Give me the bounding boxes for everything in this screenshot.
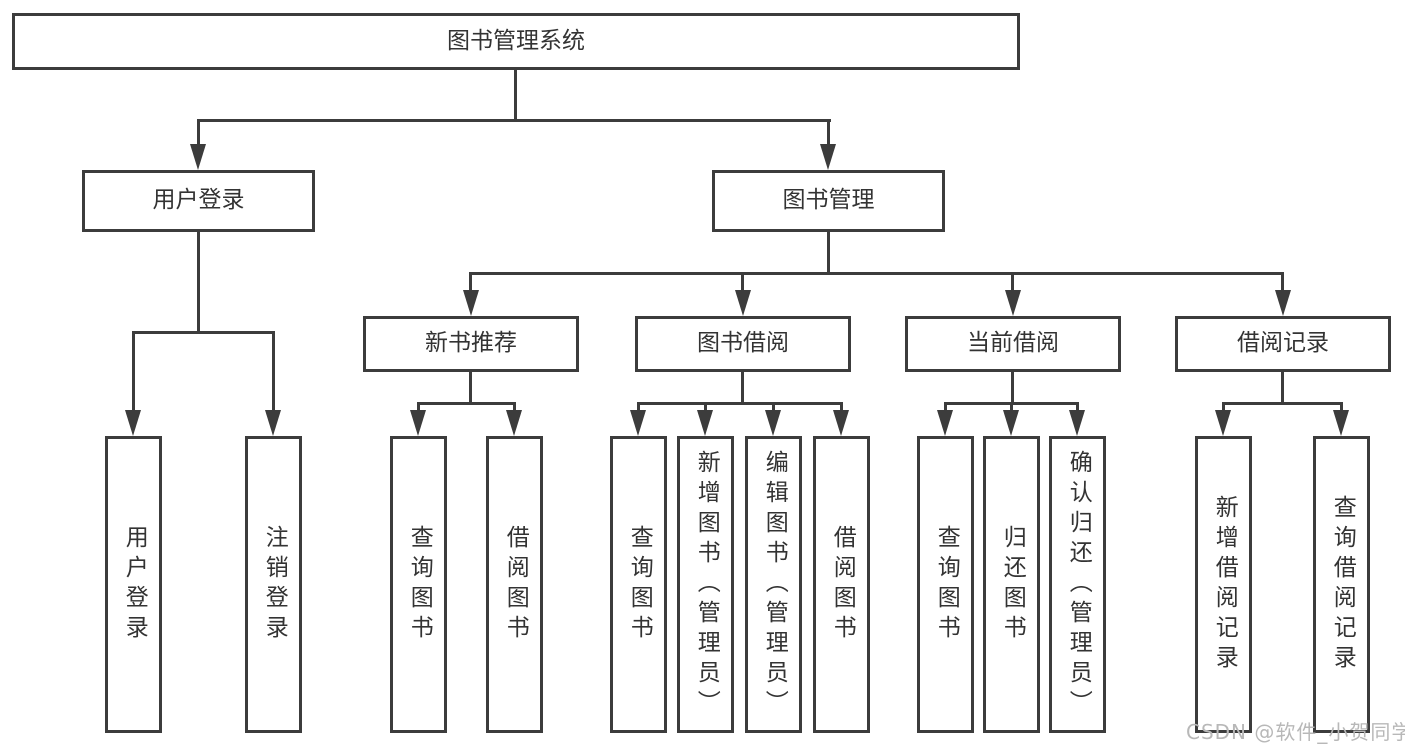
connector-arrowhead [1215,410,1231,436]
leaf-borrow-books-2: 借阅图书 [813,436,870,733]
connector-root-bar [197,119,831,122]
connector-bar [470,272,1284,275]
connector-stem [1011,372,1014,404]
connector-stem [772,402,775,414]
connector-arrowhead [1003,410,1019,436]
connector-arrowhead [1069,410,1085,436]
connector-arrowhead [1005,290,1021,316]
connector-arrowhead [1333,410,1349,436]
connector-stem [197,119,200,147]
connector-stem [1281,272,1284,292]
connector-stem [272,331,275,412]
connector-stem [1281,372,1284,404]
connector-bar [132,331,275,334]
node-borrowing-records: 借阅记录 [1175,316,1391,372]
leaf-add-book-admin: 新增图书（管理员） [677,436,734,733]
connector-arrowhead [1275,290,1291,316]
connector-bar [637,402,843,405]
connector-stem [417,402,420,414]
connector-arrowhead [125,410,141,436]
connector-arrowhead [765,410,781,436]
connector-arrowhead [630,410,646,436]
connector-stem [827,119,830,147]
node-current-borrowing: 当前借阅 [905,316,1121,372]
connector-arrowhead [506,410,522,436]
node-new-book-recommendation: 新书推荐 [363,316,579,372]
csdn-watermark: CSDN @软件_小贺同学 [1186,720,1405,744]
leaf-query-books-3: 查询图书 [917,436,974,733]
connector-arrowhead [190,144,206,170]
connector-bar [417,402,516,405]
leaf-add-borrow-record: 新增借阅记录 [1195,436,1252,733]
leaf-edit-book-admin: 编辑图书（管理员） [745,436,802,733]
connector-arrowhead [735,290,751,316]
connector-stem [132,331,135,412]
leaf-user-login: 用户登录 [105,436,162,733]
connector-stem [1011,272,1014,292]
connector-arrowhead [937,410,953,436]
node-library-management-system: 图书管理系统 [12,13,1020,70]
node-book-management: 图书管理 [712,170,945,232]
connector-arrowhead [697,410,713,436]
connector-stem [704,402,707,414]
connector-arrowhead [820,144,836,170]
leaf-query-books-1: 查询图书 [390,436,447,733]
connector-stem [1222,402,1225,414]
connector-arrowhead [410,410,426,436]
leaf-return-book: 归还图书 [983,436,1040,733]
connector-stem [469,372,472,404]
connector-stem [827,232,830,274]
connector-arrowhead [463,290,479,316]
leaf-borrow-books-1: 借阅图书 [486,436,543,733]
connector-stem [197,232,200,334]
leaf-logout: 注销登录 [245,436,302,733]
leaf-query-books-2: 查询图书 [610,436,667,733]
connector-bar [1222,402,1343,405]
leaf-confirm-return-admin: 确认归还（管理员） [1049,436,1106,733]
connector-stem [840,402,843,414]
connector-stem [1076,402,1079,414]
connector-root-stem [514,70,517,121]
leaf-query-borrow-record: 查询借阅记录 [1313,436,1370,733]
connector-arrowhead [833,410,849,436]
node-book-borrowing: 图书借阅 [635,316,851,372]
connector-stem [469,272,472,292]
connector-stem [741,272,744,292]
node-user-login: 用户登录 [82,170,315,232]
connector-stem [741,372,744,404]
connector-stem [944,402,947,414]
connector-arrowhead [265,410,281,436]
connector-stem [1010,402,1013,414]
connector-stem [1340,402,1343,414]
connector-stem [513,402,516,414]
connector-stem [637,402,640,414]
